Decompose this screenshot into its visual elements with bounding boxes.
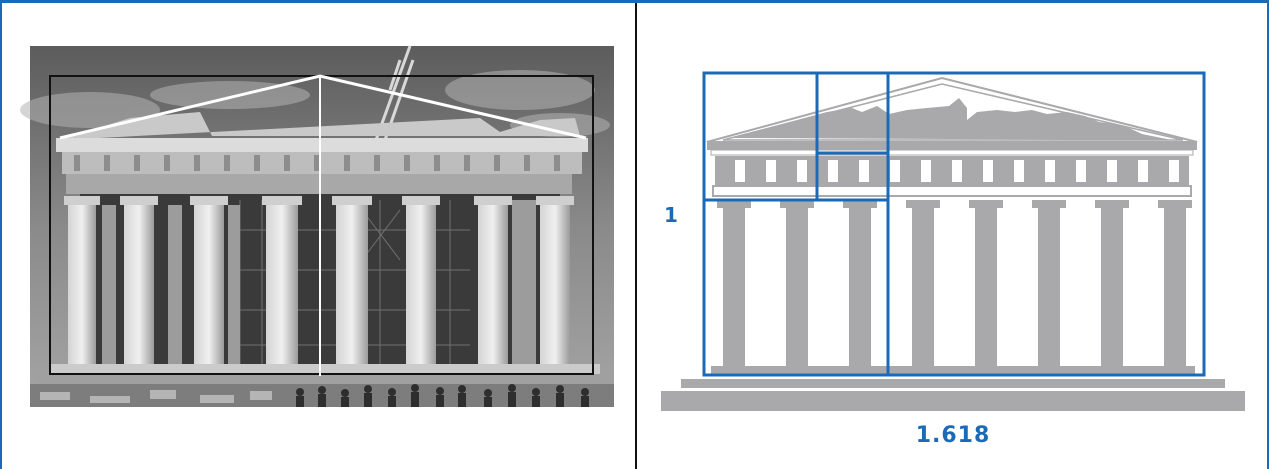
parthenon-silhouette [661,71,1245,411]
schematic-panel: 1 1.618 [637,0,1269,469]
photo-crowd [30,384,614,407]
photo-clouds [20,70,610,137]
photo-panel [20,45,614,407]
panel-divider [635,3,637,469]
temple-silhouette [661,76,1245,411]
parthenon-photo [20,45,614,407]
pediment-triangle-overlay [59,74,587,376]
golden-ratio-rectangles [702,71,1206,377]
width-ratio-label: 1.618 [915,423,991,448]
temple-photo [36,112,614,384]
height-ratio-label: 1 [664,203,678,227]
golden-rectangle-outer [702,71,1206,377]
